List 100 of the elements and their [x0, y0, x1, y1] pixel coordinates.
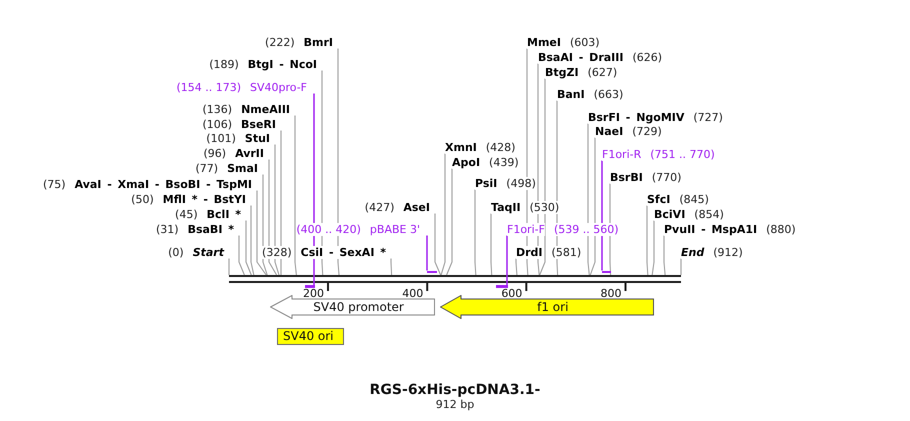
site-position: (428): [486, 140, 516, 154]
site-position: (530): [530, 200, 560, 214]
leader-line: [664, 235, 666, 276]
enzyme-name: NaeI: [595, 124, 624, 138]
sequence-end-label: Start: [192, 246, 224, 258]
primer-binding-mark: [496, 285, 508, 288]
leader-line: [680, 258, 682, 276]
leader-line: [322, 70, 324, 276]
primer-binding-mark: [426, 270, 437, 273]
site-position: (106): [202, 118, 232, 130]
feature-label: f1 ori: [537, 300, 568, 314]
leader-line: [446, 168, 452, 276]
leader-line: [516, 258, 518, 276]
leader-line: [646, 205, 648, 276]
site-position: (75): [42, 178, 66, 190]
site-position: (31): [156, 222, 179, 236]
site-position: (854): [694, 208, 724, 220]
leader-line: [294, 115, 297, 276]
leader-line: [268, 159, 278, 276]
enzyme-name: DrdI: [516, 246, 543, 258]
feature-label: SV40 ori: [283, 329, 334, 343]
site-position: (439): [489, 156, 519, 168]
primer-position: (539 .. 560): [554, 222, 618, 236]
site-position: (627): [588, 66, 618, 78]
enzyme-name: BmrI: [304, 36, 333, 48]
leader-line: [390, 258, 392, 276]
leader-line: [474, 189, 476, 276]
site-position: (845): [679, 192, 709, 206]
primer-name: SV40pro-F: [250, 80, 307, 94]
site-position: (626): [632, 50, 662, 64]
primer-name: F1ori-R: [602, 148, 642, 160]
enzyme-name: BsaAI - DraIII: [538, 50, 624, 64]
site-position: (222): [265, 36, 295, 48]
sequence-title: RGS-6xHis-pcDNA3.1-: [370, 381, 540, 399]
leader-line: [652, 220, 654, 276]
leader-line: [262, 174, 268, 276]
primer-binding-mark: [602, 270, 611, 273]
primer-name: F1ori-F: [507, 222, 545, 236]
feature-label: SV40 promoter: [313, 300, 404, 314]
leader-line: [440, 153, 446, 276]
primer-position: (400 .. 420): [296, 222, 361, 236]
sequence-end-label: End: [681, 246, 704, 258]
site-position: (0): [168, 246, 184, 258]
leader-line: [506, 236, 508, 285]
site-position: (498): [506, 176, 536, 190]
site-position: (136): [202, 102, 232, 116]
enzyme-name: SfcI: [647, 192, 670, 206]
leader-line: [228, 258, 230, 276]
enzyme-name: PvuII - MspA1I: [664, 222, 758, 236]
ruler-tick-label: 600: [501, 288, 522, 300]
site-position: (77): [196, 162, 218, 174]
sequence-length: 912 bp: [436, 399, 474, 411]
enzyme-name: BciVI: [654, 208, 686, 220]
enzyme-name: AseI: [403, 200, 430, 214]
site-position: (50): [131, 192, 154, 206]
enzyme-name: TaqII: [491, 200, 521, 214]
enzyme-name: PsiI: [475, 176, 498, 190]
leader-line: [590, 137, 596, 276]
dna-backbone: [229, 275, 681, 282]
enzyme-name: BsaBI *: [188, 222, 234, 236]
enzyme-name: ApoI: [452, 156, 480, 168]
ruler-tick-label: 800: [600, 288, 622, 300]
enzyme-name: BtgZI: [545, 66, 579, 78]
enzyme-name: BanI: [557, 88, 585, 100]
primer-binding-mark: [304, 285, 315, 288]
enzyme-name: MmeI: [527, 36, 561, 48]
enzyme-name: CsiI - SexAI *: [300, 246, 386, 258]
primer-name: pBABE 3': [370, 222, 420, 236]
leader-line: [238, 235, 245, 276]
leader-line: [274, 144, 280, 276]
primer-position: (751 .. 770): [650, 148, 715, 160]
ruler-tick-label: 400: [402, 288, 424, 300]
site-position: (427): [364, 200, 394, 214]
site-position: (770): [652, 170, 682, 184]
leader-line: [539, 78, 546, 276]
site-position: (880): [766, 222, 796, 236]
sequence-feature: [277, 328, 344, 345]
site-position: (96): [204, 146, 226, 160]
enzyme-name: BseRI: [241, 118, 276, 130]
leader-line: [280, 130, 282, 276]
leader-line: [250, 205, 254, 276]
enzyme-name: NmeAIII: [241, 102, 290, 116]
enzyme-name: BclI *: [206, 208, 241, 220]
leader-line: [313, 94, 315, 285]
leader-line: [434, 213, 442, 276]
leader-line: [256, 190, 267, 276]
site-position: (663): [594, 88, 624, 100]
site-position: (729): [632, 124, 662, 138]
ruler-tick-label: 200: [303, 288, 324, 300]
site-position: (328): [262, 246, 292, 258]
enzyme-name: SmaI: [227, 162, 258, 174]
enzyme-name: StuI: [244, 132, 270, 144]
enzyme-name: BtgI - NcoI: [248, 58, 317, 70]
leader-line: [338, 48, 340, 276]
site-position: (101): [206, 132, 236, 144]
site-position: (912): [713, 246, 743, 258]
enzyme-name: XmnI: [445, 140, 477, 154]
leader-line: [601, 160, 603, 270]
site-position: (581): [552, 246, 582, 258]
primer-position: (154 .. 173): [176, 80, 241, 94]
